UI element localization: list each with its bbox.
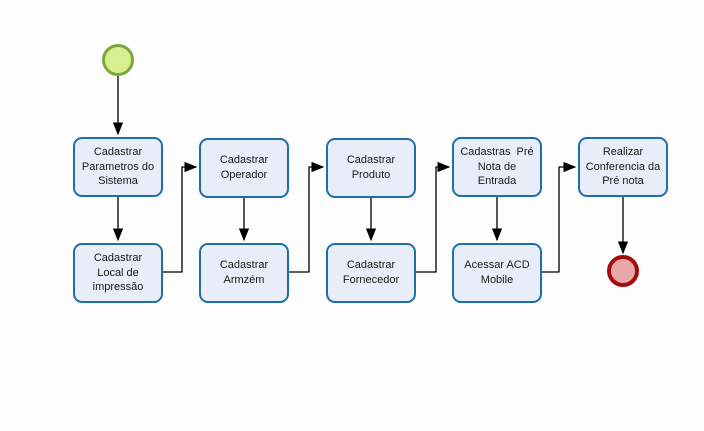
start-event-circle bbox=[102, 44, 134, 76]
connector-fornecedor-to-prenota bbox=[416, 161, 451, 273]
node-realizar-conferencia-pre-nota: Realizar Conferencia da Pré nota bbox=[578, 137, 668, 197]
node-label: Cadastrar Fornecedor bbox=[342, 259, 400, 286]
node-label: Cadastras Pré Nota de Entrada bbox=[460, 146, 534, 188]
node-cadastrar-fornecedor: Cadastrar Fornecedor bbox=[326, 243, 416, 303]
end-event-circle bbox=[607, 255, 639, 287]
connector-armzem-to-produto bbox=[289, 161, 325, 273]
connector-local-to-operador bbox=[163, 161, 198, 273]
connector-acd-to-conferencia bbox=[542, 161, 577, 273]
node-cadastrar-operador: Cadastrar Operador bbox=[199, 138, 289, 198]
node-label: Acessar ACD Mobile bbox=[464, 259, 530, 286]
node-label: Realizar Conferencia da Pré nota bbox=[585, 146, 661, 188]
node-label: Cadastrar Parametros do Sistema bbox=[81, 146, 155, 188]
node-cadastrar-local-impressao: Cadastrar Local de impressão bbox=[73, 243, 163, 303]
node-cadastras-pre-nota-entrada: Cadastras Pré Nota de Entrada bbox=[452, 137, 542, 197]
node-label: Cadastrar Armzém bbox=[219, 259, 269, 286]
node-label: Cadastrar Local de impressão bbox=[92, 252, 144, 294]
node-label: Cadastrar Produto bbox=[346, 154, 396, 181]
node-cadastrar-produto: Cadastrar Produto bbox=[326, 138, 416, 198]
node-label: Cadastrar Operador bbox=[219, 154, 269, 181]
node-cadastrar-armzem: Cadastrar Armzém bbox=[199, 243, 289, 303]
node-cadastrar-parametros-sistema: Cadastrar Parametros do Sistema bbox=[73, 137, 163, 197]
node-acessar-acd-mobile: Acessar ACD Mobile bbox=[452, 243, 542, 303]
